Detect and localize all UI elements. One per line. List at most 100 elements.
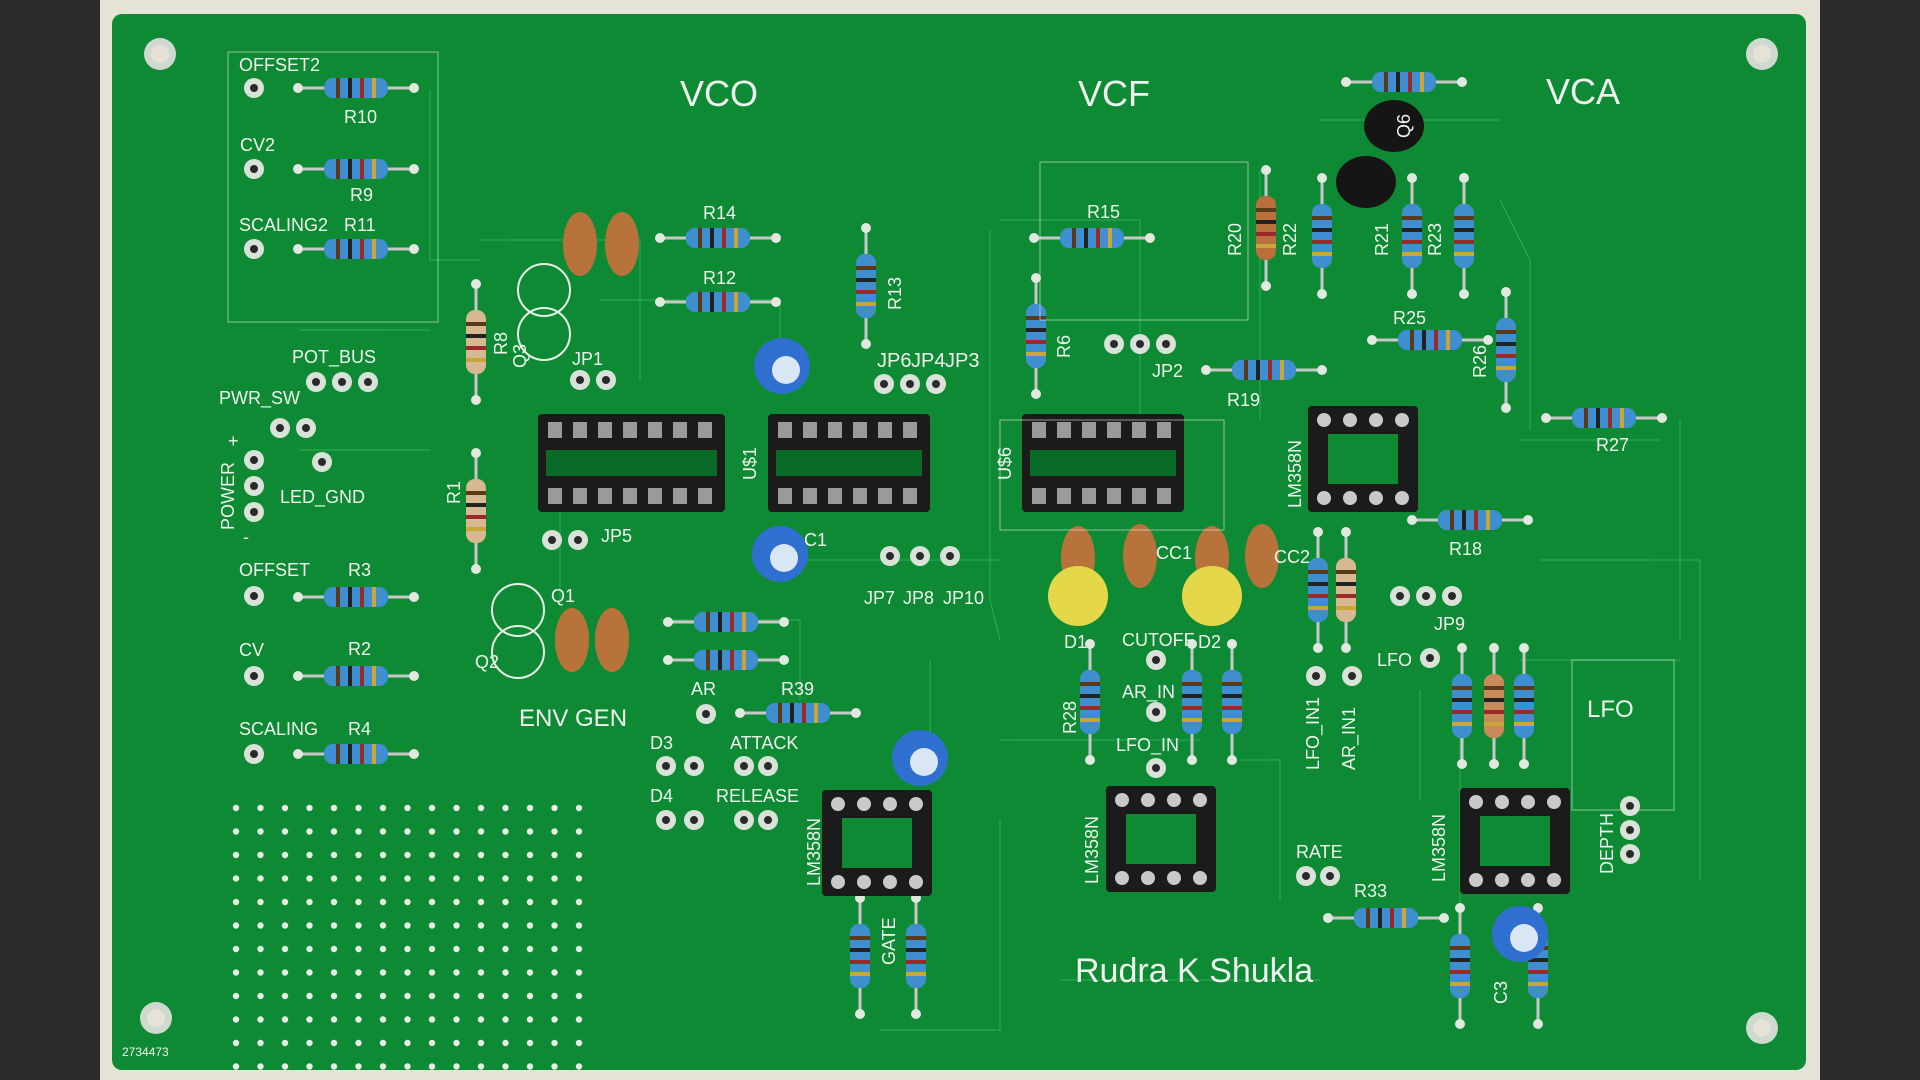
label-power-minus: - <box>243 527 249 547</box>
pads-release <box>734 810 778 830</box>
refdes-r11: R11 <box>344 215 376 235</box>
pad-scaling2 <box>244 239 264 259</box>
label-lfo-pad: LFO <box>1377 650 1413 670</box>
resistor-r22 <box>1312 173 1332 299</box>
ic-socket-vcf <box>1022 414 1184 512</box>
cap-ceramic-4 <box>595 608 629 672</box>
label-scaling: SCALING <box>239 719 319 739</box>
pads-jp2 <box>1104 334 1176 354</box>
pads-jp5 <box>542 530 588 550</box>
resistor-r-lfo2 <box>1484 643 1504 769</box>
resistor-r26 <box>1496 287 1516 413</box>
refdes-c1: C1 <box>804 530 828 550</box>
label-ar-in: AR_IN <box>1122 682 1176 702</box>
resistor-r-lfo1 <box>1452 643 1472 769</box>
refdes-r20: R20 <box>1225 222 1245 256</box>
resistor-r-vcf2 <box>1222 639 1242 765</box>
pad-ar <box>696 704 716 724</box>
refdes-d3: D3 <box>650 733 674 753</box>
resistor-r4a <box>663 612 789 632</box>
refdes-jp1: JP1 <box>572 349 604 369</box>
trace-4 <box>989 230 1001 641</box>
refdes-jp6: JP6 <box>877 350 912 372</box>
resistor-r33 <box>1323 908 1449 928</box>
refdes-r10: R10 <box>344 107 378 127</box>
label-power-plus: + <box>228 431 239 451</box>
refdes-r23: R23 <box>1425 222 1445 256</box>
resistor-r-c3 <box>1450 903 1470 1029</box>
refdes-r3: R3 <box>348 560 372 580</box>
pad-scaling <box>244 744 264 764</box>
cap-ceramic-1 <box>563 212 597 276</box>
pads-d4 <box>656 810 704 830</box>
refdes-jp9: JP9 <box>1434 614 1466 634</box>
refdes-r4: R4 <box>348 719 372 739</box>
refdes-r33: R33 <box>1354 881 1388 901</box>
resistor-r28 <box>1080 639 1100 765</box>
refdes-r19: R19 <box>1227 390 1261 410</box>
pcb-board <box>112 14 1806 1070</box>
mounting-hole-bore-1 <box>1753 45 1771 63</box>
label-ar: AR <box>691 679 717 699</box>
resistor-r-lfo3 <box>1514 643 1534 769</box>
resistor-r10 <box>293 78 419 98</box>
refdes-r39: R39 <box>781 679 815 699</box>
trace-16 <box>1240 759 1281 900</box>
pad-offset2 <box>244 78 264 98</box>
refdes-d4: D4 <box>650 786 674 806</box>
refdes-cc2: CC2 <box>1274 547 1311 567</box>
ic-socket-lfo <box>1460 788 1570 894</box>
ic-socket-vco-2 <box>768 414 930 512</box>
pads-depth <box>1620 796 1640 864</box>
label-scaling2: SCALING2 <box>239 215 329 235</box>
cap-electrolytic-env-top <box>910 748 938 776</box>
label-cutoff: CUTOFF <box>1122 630 1195 650</box>
pads-lfo-in1-ar-in1 <box>1306 666 1362 686</box>
refdes-r14: R14 <box>703 203 737 223</box>
resistor-r25 <box>1367 330 1493 350</box>
resistor-r5a <box>663 650 789 670</box>
cap-cc2 <box>1245 524 1279 588</box>
ic-socket-vcf-lm358 <box>1106 786 1216 892</box>
label-cv2: CV2 <box>240 135 276 155</box>
transistor-outline-2 <box>491 583 545 637</box>
led-d2 <box>1182 566 1242 626</box>
label-ar-in1: AR_IN1 <box>1339 706 1359 770</box>
label-pot-bus: POT_BUS <box>292 347 377 367</box>
refdes-jp4: JP4 <box>911 350 946 372</box>
resistor-r2 <box>293 666 419 686</box>
refdes-q1: Q1 <box>551 586 576 606</box>
label-rate: RATE <box>1296 842 1343 862</box>
label-ic-lm358-a: LM358N <box>804 817 824 886</box>
ic-socket-env <box>822 790 932 896</box>
pad-cutoff <box>1146 650 1166 670</box>
resistor-r39 <box>735 703 861 723</box>
refdes-jp2: JP2 <box>1152 361 1184 381</box>
trace-0 <box>429 90 480 261</box>
label-lfo-in1: LFO_IN1 <box>1303 696 1323 770</box>
section-label-vca: VCA <box>1546 71 1621 112</box>
silk-outline-3 <box>1571 659 1675 811</box>
mounting-hole-bore-3 <box>1753 1019 1771 1037</box>
section-label-vco: VCO <box>680 73 759 114</box>
label-offset: OFFSET <box>239 560 310 580</box>
label-cv: CV <box>239 640 265 660</box>
pads-jp7-jp8-jp10 <box>880 546 960 566</box>
label-lfo-in: LFO_IN <box>1116 735 1180 755</box>
label-depth: DEPTH <box>1597 812 1617 874</box>
refdes-r2: R2 <box>348 639 372 659</box>
resistor-r12 <box>655 292 781 312</box>
label-ic-lm358-c: LM358N <box>1082 815 1102 884</box>
resistor-r27 <box>1541 408 1667 428</box>
label-ic-u6: U$6 <box>995 446 1015 480</box>
refdes-r9: R9 <box>350 185 374 205</box>
cap-ceramic-3 <box>555 608 589 672</box>
label-offset2: OFFSET2 <box>239 55 321 75</box>
label-ic-u1: U$1 <box>740 446 760 480</box>
label-attack: ATTACK <box>730 733 799 753</box>
section-label-env-gen: ENV GEN <box>519 705 628 732</box>
pads-jp1 <box>570 370 616 390</box>
resistor-r21 <box>1402 173 1422 299</box>
